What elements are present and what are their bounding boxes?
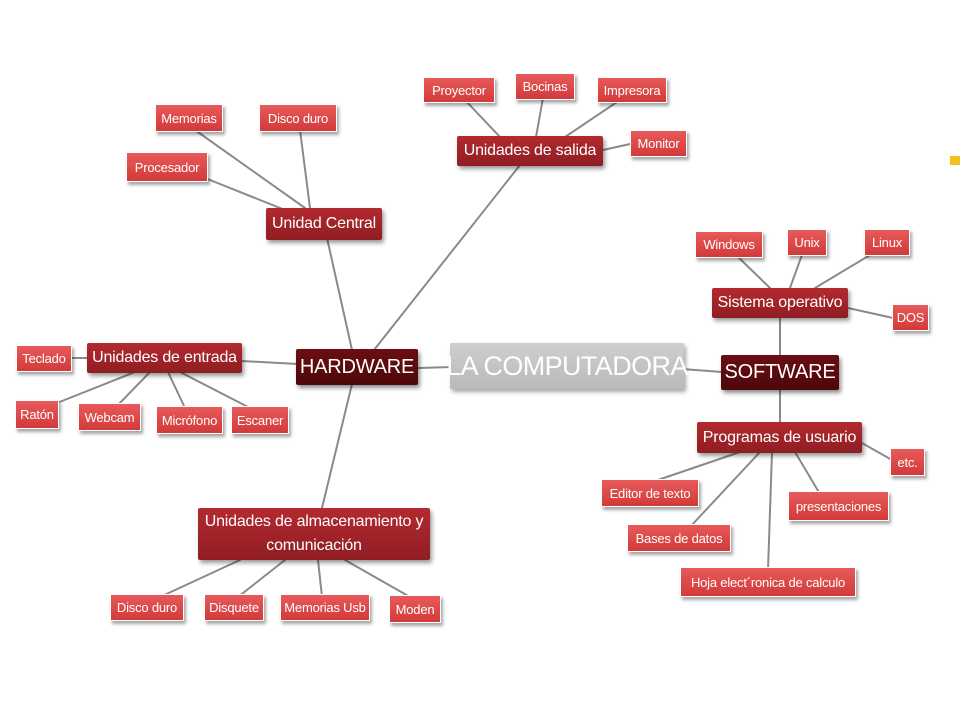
leaf-etc[interactable]: etc. xyxy=(890,448,925,476)
leaf-bases-de-datos[interactable]: Bases de datos xyxy=(627,524,731,552)
leaf-unix[interactable]: Unix xyxy=(787,229,827,256)
leaf-disquete[interactable]: Disquete xyxy=(204,594,264,621)
leaf-escaner[interactable]: Escaner xyxy=(231,406,289,434)
leaf-bocinas[interactable]: Bocinas xyxy=(515,73,575,100)
leaf-microfono[interactable]: Micrófono xyxy=(156,406,223,434)
leaf-raton[interactable]: Ratón xyxy=(15,400,59,429)
center-node-la-computadora[interactable]: LA COMPUTADORA xyxy=(446,343,688,389)
leaf-presentaciones[interactable]: presentaciones xyxy=(788,491,889,521)
node-unidad-central[interactable]: Unidad Central xyxy=(266,208,382,240)
edge-accent-mark xyxy=(950,156,960,165)
leaf-procesador[interactable]: Procesador xyxy=(126,152,208,182)
leaf-moden[interactable]: Moden xyxy=(389,595,441,623)
node-unidades-de-almacenamiento[interactable]: Unidades de almacenamiento y comunicació… xyxy=(198,508,430,560)
node-sistema-operativo[interactable]: Sistema operativo xyxy=(712,288,848,318)
leaf-memorias-usb[interactable]: Memorias Usb xyxy=(280,594,370,621)
leaf-windows[interactable]: Windows xyxy=(695,231,763,258)
leaf-disco-duro-central[interactable]: Disco duro xyxy=(259,104,337,132)
leaf-memorias[interactable]: Memorias xyxy=(155,104,223,132)
leaf-disco-duro-almacenamiento[interactable]: Disco duro xyxy=(110,594,184,621)
leaf-teclado[interactable]: Teclado xyxy=(16,345,72,372)
node-software[interactable]: SOFTWARE xyxy=(721,355,839,390)
leaf-hoja-electronica-de-calculo[interactable]: Hoja elect´ronica de calculo xyxy=(680,567,856,597)
leaf-dos[interactable]: DOS xyxy=(892,304,929,331)
node-unidades-de-salida[interactable]: Unidades de salida xyxy=(457,136,603,166)
leaf-proyector[interactable]: Proyector xyxy=(423,77,495,103)
leaf-editor-de-texto[interactable]: Editor de texto xyxy=(601,479,699,507)
leaf-webcam[interactable]: Webcam xyxy=(78,403,141,431)
node-programas-de-usuario[interactable]: Programas de usuario xyxy=(697,422,862,453)
node-hardware[interactable]: HARDWARE xyxy=(296,349,418,385)
leaf-monitor[interactable]: Monitor xyxy=(630,130,687,157)
leaf-impresora[interactable]: Impresora xyxy=(597,77,667,103)
node-unidades-de-entrada[interactable]: Unidades de entrada xyxy=(87,343,242,373)
leaf-linux[interactable]: Linux xyxy=(864,229,910,256)
